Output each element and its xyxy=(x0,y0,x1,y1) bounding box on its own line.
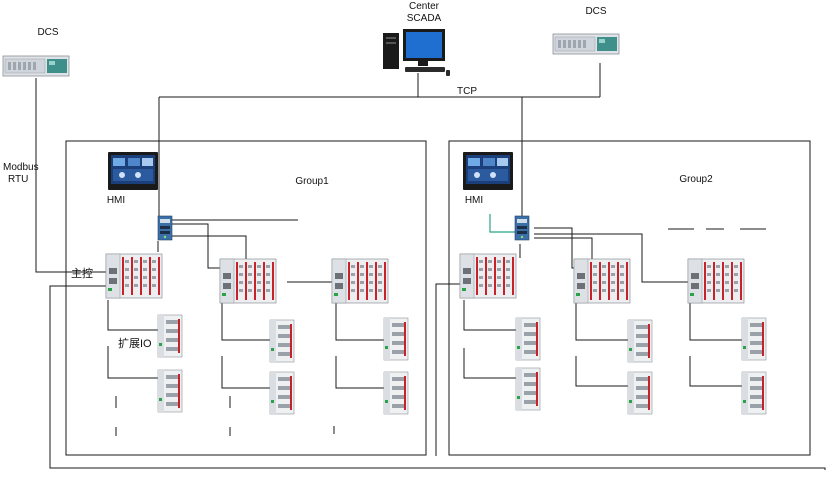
main-controller-1-icon xyxy=(105,253,163,299)
main-control-label: 主控 xyxy=(71,268,93,280)
expansion-io-2c-icon xyxy=(627,319,653,363)
hmi1-label: HMI xyxy=(106,195,126,206)
modbus-label-line1: Modbus xyxy=(3,162,39,173)
controller-2b-icon xyxy=(573,258,631,304)
expansion-io-2f-icon xyxy=(741,371,767,415)
center-scada-label-line1: Center xyxy=(408,1,439,12)
main-controller-2-icon xyxy=(459,253,517,299)
expansion-io-2a-icon xyxy=(515,317,541,361)
center-scada-label-line2: SCADA xyxy=(406,13,442,24)
group2-label: Group2 xyxy=(679,174,713,185)
expansion-io-1d-icon xyxy=(269,371,295,415)
dcs-left-label: DCS xyxy=(37,27,59,38)
group2-wiring xyxy=(463,227,742,387)
expansion-io-1f-icon xyxy=(383,371,409,415)
expansion-io-1c-icon xyxy=(269,319,295,363)
hmi1-icon xyxy=(108,152,158,190)
group1-label: Group1 xyxy=(295,176,329,187)
group2-hmi-link xyxy=(489,214,518,233)
expansion-io-2b-icon xyxy=(515,367,541,411)
controller-2c-icon xyxy=(687,258,745,304)
group1-dashes xyxy=(115,396,335,436)
expansion-io-1a-icon xyxy=(157,314,183,358)
expansion-io-1b-icon xyxy=(157,369,183,413)
group1-wiring xyxy=(107,219,386,389)
tcp-label: TCP xyxy=(457,86,477,97)
switch1-icon xyxy=(157,215,173,241)
controller-1c-icon xyxy=(331,258,389,304)
scada-computer-icon xyxy=(383,29,450,76)
dcs-right-icon xyxy=(552,33,620,55)
tcp-bus xyxy=(35,63,826,470)
hmi2-label: HMI xyxy=(464,195,484,206)
dcs-left-icon xyxy=(2,55,70,77)
expansion-io-2d-icon xyxy=(627,371,653,415)
group1-box xyxy=(65,140,427,456)
controller-1b-icon xyxy=(219,258,277,304)
dcs-right-label: DCS xyxy=(585,6,607,17)
expansion-io-label: 扩展IO xyxy=(118,338,152,350)
expansion-io-2e-icon xyxy=(741,317,767,361)
hmi2-icon xyxy=(463,152,513,190)
expansion-io-1e-icon xyxy=(383,317,409,361)
switch2-icon xyxy=(514,215,530,241)
group2-box xyxy=(448,140,811,456)
modbus-label-line2: RTU xyxy=(8,174,29,185)
